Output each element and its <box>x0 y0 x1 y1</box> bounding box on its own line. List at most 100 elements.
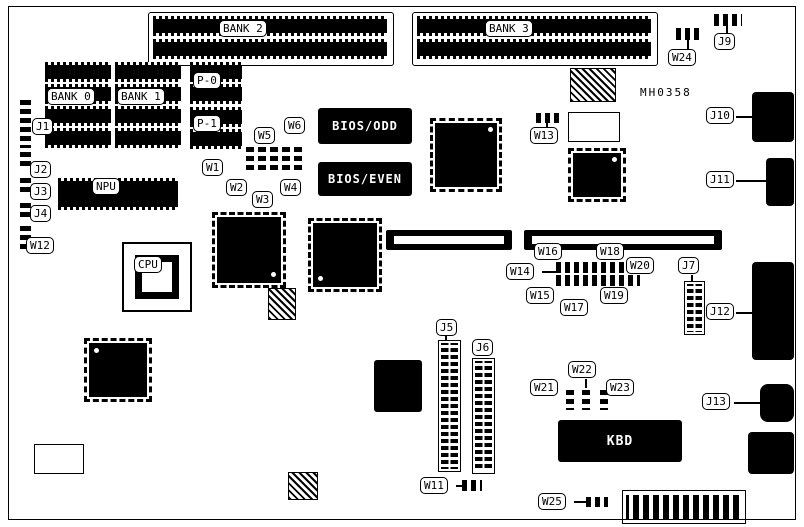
label-w20: W20 <box>626 257 654 274</box>
bank3-dip-row <box>417 39 651 59</box>
qfp-ic-body <box>89 343 147 397</box>
label-p0: P-0 <box>193 72 221 89</box>
bank1-dip-row <box>115 106 181 126</box>
cpu-socket <box>122 242 192 312</box>
w23-jumper-pins <box>600 390 608 410</box>
w1-jumper-pins <box>246 147 254 171</box>
leader-line <box>585 379 587 388</box>
leader-line <box>542 271 556 273</box>
w14-w20-jumper-row <box>556 275 640 286</box>
j1-pin-header <box>20 100 31 148</box>
label-j9: J9 <box>714 33 736 50</box>
label-j12: J12 <box>706 303 734 320</box>
qfp-ic-body <box>313 223 377 287</box>
board-outline <box>8 6 796 520</box>
label-w5: W5 <box>254 127 276 144</box>
label-w16: W16 <box>534 243 562 260</box>
j5-pin-header <box>438 340 461 472</box>
bus-slot-key <box>532 236 714 244</box>
part-number: MH0358 <box>640 86 692 99</box>
label-bank2: BANK 2 <box>219 20 267 37</box>
label-w6: W6 <box>284 117 306 134</box>
qfp-ic <box>568 148 626 202</box>
bios-even-chip: BIOS/EVEN <box>318 162 412 196</box>
leader-line <box>445 336 447 340</box>
w4-jumper-pins <box>282 147 290 171</box>
w25-jumper-pins <box>586 497 608 507</box>
label-p1: P-1 <box>193 115 221 132</box>
label-w17: W17 <box>560 299 588 316</box>
j4-pin-header <box>20 203 31 217</box>
leader-line <box>726 26 728 33</box>
leader-line <box>574 501 586 503</box>
bank2-socket-frame <box>148 12 394 66</box>
pin1-dot <box>612 157 617 162</box>
bank0-dip-row <box>45 128 111 148</box>
bank2-dip-row <box>153 39 387 59</box>
label-j6: J6 <box>472 339 494 356</box>
label-w25: W25 <box>538 493 566 510</box>
w5-jumper-pins <box>294 147 302 171</box>
j9-pin-header <box>714 14 742 26</box>
qfp-ic-body <box>435 123 497 187</box>
label-w23: W23 <box>606 379 634 396</box>
edge-connector <box>748 432 794 474</box>
label-w12: W12 <box>26 237 54 254</box>
leader-line <box>734 402 760 404</box>
pin1-dot <box>318 276 323 281</box>
j10-edge-connector <box>752 92 794 142</box>
w21-jumper-pins <box>566 390 574 410</box>
leader-line <box>546 123 548 128</box>
leader-line <box>736 116 752 118</box>
qfp-ic <box>308 218 382 292</box>
label-j1: J1 <box>32 118 54 135</box>
pin1-dot <box>271 272 276 277</box>
j13-edge-connector <box>760 384 794 422</box>
j3-pin-header <box>20 178 31 196</box>
ic-chip <box>374 360 422 412</box>
p0-dip-row <box>190 84 242 104</box>
leader-line <box>691 275 693 281</box>
label-j7: J7 <box>678 257 700 274</box>
oscillator <box>268 288 296 320</box>
label-w21: W21 <box>530 379 558 396</box>
oscillator <box>288 472 318 500</box>
label-j10: J10 <box>706 107 734 124</box>
p1-dip-row <box>190 129 242 149</box>
j7-pin-header <box>684 281 705 335</box>
label-j5: J5 <box>436 319 458 336</box>
label-bank3: BANK 3 <box>485 20 533 37</box>
qfp-ic <box>84 338 152 402</box>
component-outline <box>34 444 84 474</box>
label-w14: W14 <box>506 263 534 280</box>
bottom-pin-connector <box>622 490 746 524</box>
label-w15: W15 <box>526 287 554 304</box>
kbd-chip: KBD <box>558 420 682 462</box>
bank1-dip-row <box>115 62 181 82</box>
w14-w20-jumper-row <box>556 262 640 273</box>
w13-jumper-pins <box>536 113 562 123</box>
oscillator <box>570 68 616 102</box>
bank1-dip-row <box>115 128 181 148</box>
bus-slot-key <box>394 236 504 244</box>
label-w4: W4 <box>280 179 302 196</box>
label-cpu: CPU <box>134 256 162 273</box>
j6-pin-header <box>472 358 495 474</box>
bios-odd-chip: BIOS/ODD <box>318 108 412 144</box>
label-j3: J3 <box>30 183 52 200</box>
w12-jumper-pins <box>20 226 31 252</box>
bank3-socket-frame <box>412 12 658 66</box>
label-bank0: BANK 0 <box>47 88 95 105</box>
j2-pin-header <box>20 152 31 170</box>
bank2-dip-row <box>153 16 387 36</box>
w3-jumper-pins <box>270 147 278 171</box>
leader-line <box>687 40 689 49</box>
qfp-ic <box>430 118 502 192</box>
bus-slot <box>386 230 512 250</box>
bank0-dip-row <box>45 62 111 82</box>
j11-edge-connector <box>766 158 794 206</box>
bus-slot <box>524 230 722 250</box>
w2-jumper-pins <box>258 147 266 171</box>
label-npu: NPU <box>92 178 120 195</box>
